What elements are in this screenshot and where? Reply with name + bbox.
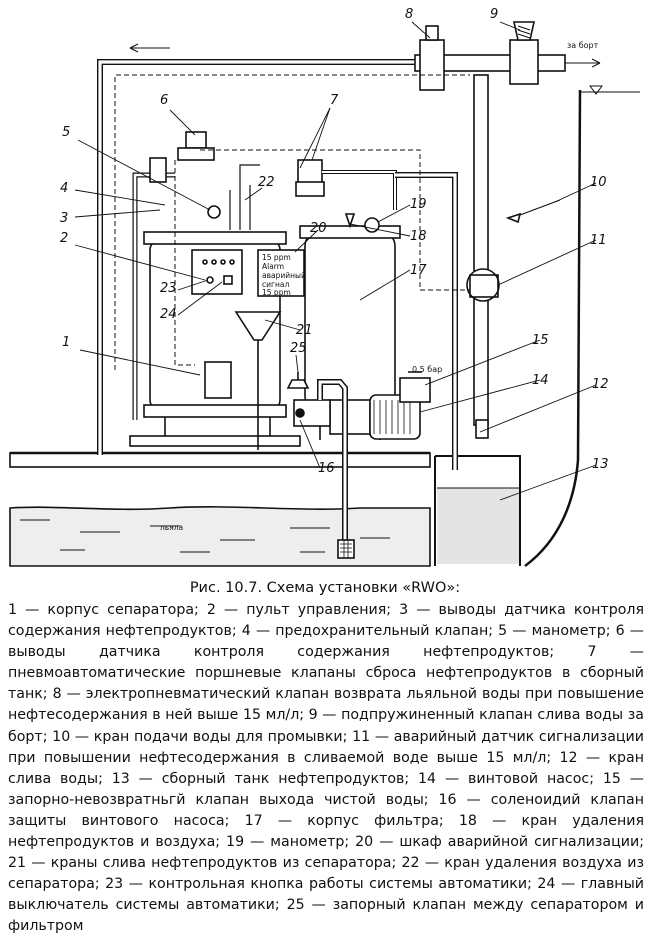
rwo-installation-diagram: за борт 0,5 бар 15 ppm Alarm аварийный с… [9, 7, 640, 568]
callout-16: 16 [318, 461, 335, 476]
valve-9-body [509, 39, 539, 85]
overboard-label: за борт [567, 41, 599, 50]
alarm-cabinet [257, 249, 305, 297]
callout-20: 20 [310, 221, 327, 236]
pressure-label: 0,5 бар [412, 365, 442, 374]
callout-22: 22 [258, 175, 275, 190]
bilge-water [9, 506, 431, 567]
callout-1: 1 [62, 335, 70, 350]
callout-4: 4 [60, 181, 68, 196]
callout-14: 14 [532, 373, 549, 388]
deck-foundation [9, 452, 431, 468]
callout-3: 3 [60, 211, 68, 226]
callout-15: 15 [532, 333, 549, 348]
callout-21: 21 [296, 323, 313, 338]
screw-pump [329, 399, 371, 435]
bilge-label: льяла [160, 523, 183, 532]
figure-caption: Рис. 10.7. Схема установки «RWO»: [189, 580, 461, 596]
callout-18: 18 [410, 229, 427, 244]
alarm-text-5: 15 ppm [262, 288, 291, 297]
callout-25: 25 [290, 341, 307, 356]
callout-17: 17 [410, 263, 427, 278]
alarm-text-2: Alarm [262, 262, 284, 271]
collecting-tank-fill [437, 488, 519, 564]
callout-12: 12 [592, 377, 609, 392]
callout-7: 7 [330, 93, 339, 108]
callout-11: 11 [590, 233, 607, 248]
callout-8: 8 [405, 7, 413, 22]
figure-legend: 1 — корпус сепаратора; 2 — пульт управле… [8, 602, 644, 935]
callout-numbers: 1 2 3 4 5 6 7 8 9 10 11 12 13 14 15 16 1… [60, 7, 609, 476]
callout-9: 9 [490, 7, 498, 22]
pump-motor [369, 394, 421, 440]
callout-23: 23 [160, 281, 177, 296]
callout-5: 5 [62, 125, 70, 140]
alarm-text-4: сигнал [262, 280, 289, 289]
callout-13: 13 [592, 457, 609, 472]
callout-6: 6 [160, 93, 168, 108]
callout-10: 10 [590, 175, 607, 190]
callout-19: 19 [410, 197, 427, 212]
valve-8-body [419, 39, 445, 91]
alarm-text-1: 15 ppm [262, 253, 291, 262]
control-panel [191, 249, 243, 295]
callout-2: 2 [60, 231, 68, 246]
ship-hull [524, 89, 582, 568]
alarm-text-3: аварийный [262, 271, 306, 280]
callout-24: 24 [160, 307, 177, 322]
